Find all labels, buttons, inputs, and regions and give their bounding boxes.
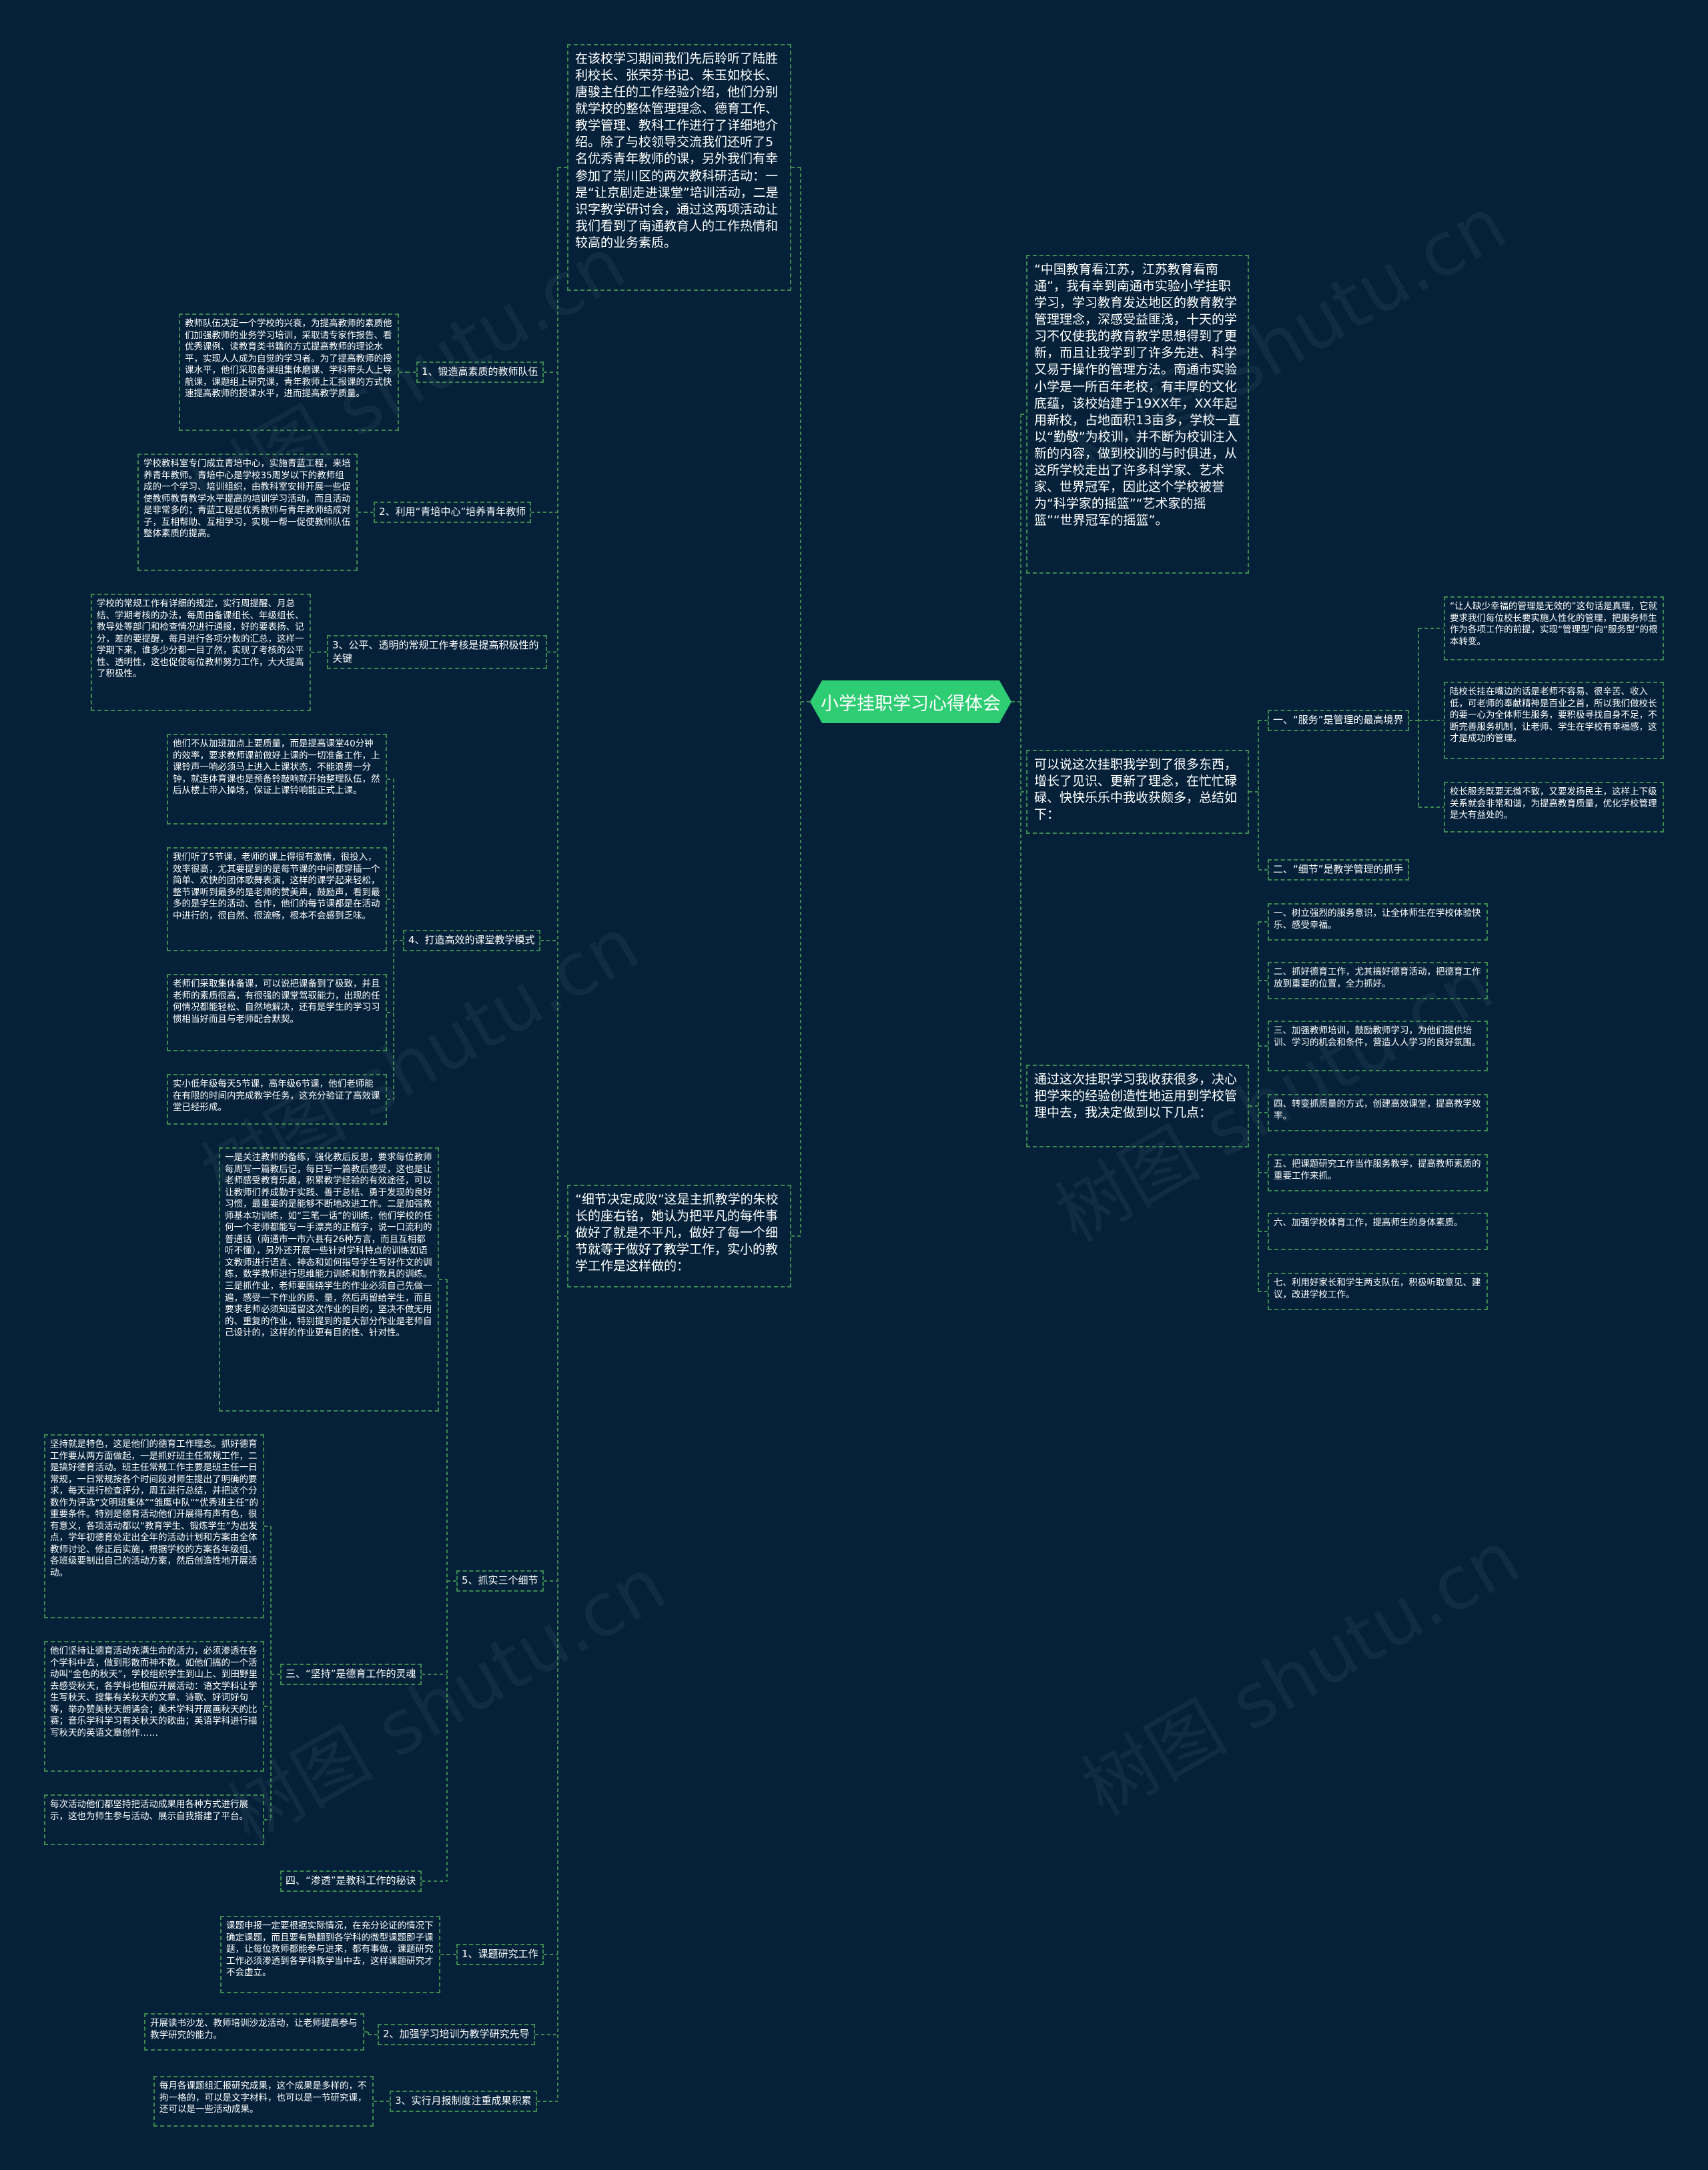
plan-node[interactable]: 通过这次挂职学习我收获很多，决心把学来的经验创造性地运用到学校管理中去，我决定做… (1026, 1065, 1249, 1147)
service-label[interactable]: 一、“服务”是管理的最高境界 (1268, 710, 1409, 731)
branch-3-label[interactable]: 3、公平、透明的常规工作考核是提高积极性的关键 (327, 635, 547, 669)
branch-4-label[interactable]: 4、打造高效的课堂教学模式 (403, 930, 540, 951)
service-text[interactable]: 校长服务既要无微不致，又要发扬民主，这样上下级关系就会非常和谐，为提高教育质量，… (1444, 782, 1664, 833)
plan-item[interactable]: 一、树立强烈的服务意识，让全体师生在学校体验快乐、感受幸福。 (1268, 903, 1488, 941)
moral-education-text[interactable]: 每次活动他们都坚持把活动成果用各种方式进行展示，这也为师生参与活动、展示自我搭建… (44, 1794, 264, 1845)
branch-5-main-text[interactable]: 一是关注教师的备练，强化教后反思，要求每位教师每周写一篇教后记，每日写一篇教后感… (219, 1147, 439, 1412)
research-label-1[interactable]: 1、课题研究工作 (456, 1944, 544, 1965)
branch-2-text[interactable]: 学校教科室专门成立青培中心，实施青蓝工程，来培养青年教师。青培中心是学校35周岁… (137, 454, 358, 571)
gain-node[interactable]: 可以说这次挂职我学到了很多东西，增长了见识、更新了理念，在忙忙碌碌、快快乐乐中我… (1026, 750, 1249, 834)
branch-4-text[interactable]: 老师们采取集体备课，可以说把课备到了极致，并且老师的素质很高，有很强的课堂驾驭能… (167, 974, 387, 1051)
detail-management-label[interactable]: 二、“细节”是教学管理的抓手 (1268, 859, 1409, 881)
left-intro-node[interactable]: 在该校学习期间我们先后聆听了陆胜利校长、张荣芬书记、朱玉如校长、唐骏主任的工作经… (567, 44, 791, 291)
branch-5-label[interactable]: 5、抓实三个细节 (456, 1570, 544, 1592)
plan-item[interactable]: 七、利用好家长和学生两支队伍，积极听取意见、建议，改进学校工作。 (1268, 1273, 1488, 1310)
research-text-1[interactable]: 课题申报一定要根据实际情况，在充分论证的情况下确定课题，而且要有熟翻到各学科的微… (220, 1916, 440, 1993)
service-text[interactable]: 陆校长挂在嘴边的话是老师不容易、很辛苦、收入低，可老师的奉献精神是百业之首，所以… (1444, 682, 1664, 759)
root-topic[interactable]: 小学挂职学习心得体会 (810, 680, 1011, 723)
service-text[interactable]: “让人缺少幸福的管理是无效的”这句话是真理，它就要求我们每位校长要实施人性化的管… (1444, 596, 1664, 660)
plan-item[interactable]: 三、加强教师培训，鼓励教师学习，为他们提供培训、学习的机会和条件，营造人人学习的… (1268, 1021, 1488, 1071)
branch-4-text[interactable]: 他们不从加班加点上要质量，而是提高课堂40分钟的效率，要求教师课前做好上课的一切… (167, 734, 387, 825)
research-label-2[interactable]: 2、加强学习培训为教学研究先导 (378, 2024, 535, 2045)
moral-education-text[interactable]: 坚持就是特色，这是他们的德育工作理念。抓好德育工作要从两方面做起，一是抓好班主任… (44, 1434, 264, 1618)
branch-1-label[interactable]: 1、锻造高素质的教师队伍 (416, 362, 544, 383)
plan-item[interactable]: 二、抓好德育工作，尤其搞好德育活动，把德育工作放到重要的位置，全力抓好。 (1268, 962, 1488, 999)
plan-item[interactable]: 四、转变抓质量的方式，创建高效课堂，提高教学效率。 (1268, 1094, 1488, 1131)
research-label-3[interactable]: 3、实行月报制度注重成果积累 (390, 2091, 537, 2112)
plan-item[interactable]: 五、把课题研究工作当作服务教学，提高教师素质的重要工作来抓。 (1268, 1154, 1488, 1191)
branch-4-text[interactable]: 实小低年级每天5节课，高年级6节课，他们老师能在有限的时间内完成教学任务，这充分… (167, 1074, 387, 1125)
research-text-2[interactable]: 开展读书沙龙、教师培训沙龙活动，让老师提高参与教学研究的能力。 (144, 2013, 364, 2051)
moral-education-label[interactable]: 三、“坚持”是德育工作的灵魂 (280, 1664, 422, 1685)
detail-node[interactable]: “细节决定成败”这是主抓教学的朱校长的座右铭，她认为把平凡的每件事做好了就是不平… (567, 1185, 791, 1287)
branch-2-label[interactable]: 2、利用“青培中心”培养青年教师 (374, 502, 532, 523)
right-intro-node[interactable]: “中国教育看江苏，江苏教育看南通”，我有幸到南通市实验小学挂职学习，学习教育发达… (1026, 255, 1249, 574)
moral-education-text[interactable]: 他们坚持让德育活动充满生命的活力，必须渗透在各个学科中去，做到形散而神不散。如他… (44, 1641, 264, 1772)
branch-3-text[interactable]: 学校的常规工作有详细的规定，实行周提醒、月总结、学期考核的办法，每周由备课组长、… (91, 594, 311, 711)
research-text-3[interactable]: 每月各课题组汇报研究成果，这个成果是多样的，不拘一格的，可以是文字材料，也可以是… (153, 2076, 374, 2127)
research-secret-label[interactable]: 四、“渗透”是教科工作的秘诀 (280, 1870, 422, 1892)
branch-4-text[interactable]: 我们听了5节课，老师的课上得很有激情，很投入，效率很高，尤其要提到的是每节课的中… (167, 847, 387, 951)
branch-1-text[interactable]: 教师队伍决定一个学校的兴衰，为提高教师的素质他们加强教师的业务学习培训，采取请专… (179, 314, 399, 431)
plan-item[interactable]: 六、加强学校体育工作，提高师生的身体素质。 (1268, 1213, 1488, 1250)
